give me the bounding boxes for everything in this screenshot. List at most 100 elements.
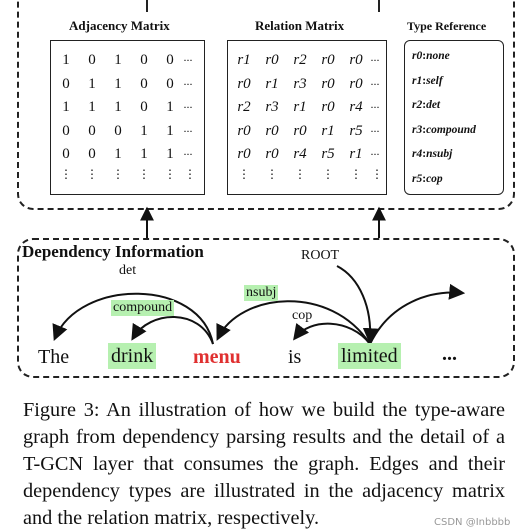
type-reference-key: r4 (412, 148, 423, 160)
label-cop: cop (292, 308, 313, 323)
adjacency-cell: 1 (166, 146, 174, 162)
type-reference-item: r5:cop (412, 167, 476, 192)
type-reference-key: r5 (412, 172, 423, 185)
relation-cell: r0 (321, 52, 335, 68)
watermark: CSDN @Inbbbb (434, 517, 511, 528)
relation-row-ellipsis: ··· (370, 100, 380, 114)
adjacency-cell: 1 (114, 75, 122, 92)
type-reference-key: r2 (412, 99, 423, 111)
relation-cell: r1 (349, 146, 363, 162)
adjacency-cell: 1 (114, 146, 122, 162)
arc-nsubj (216, 300, 371, 345)
relation-cell: r1 (321, 122, 335, 139)
adjacency-cell: 0 (166, 52, 174, 68)
word-the: The (38, 346, 70, 368)
upward-arrows (140, 206, 386, 238)
arc-det (52, 292, 214, 345)
relation-cell: r4 (349, 99, 363, 115)
relation-cell: r0 (265, 52, 279, 68)
type-reference-value: cop (426, 172, 443, 185)
relation-vellipsis: ⋮ (371, 166, 383, 181)
adjacency-cell: 0 (166, 75, 174, 92)
relation-cell: r2 (237, 99, 251, 115)
relation-cell: r4 (293, 146, 307, 162)
word-is: is (288, 346, 302, 368)
type-reference-key: r0 (412, 50, 423, 62)
type-reference-value: nsubj (426, 148, 453, 160)
adjacency-cell: 0 (62, 122, 70, 139)
relation-cell: r3 (293, 75, 307, 92)
adjacency-cell: 1 (62, 99, 70, 115)
relation-vellipsis: ⋮ (294, 166, 306, 181)
type-reference-item: r0:none (412, 44, 476, 69)
word-drink: drink (108, 343, 157, 369)
relation-cell: r3 (265, 99, 279, 115)
type-reference-item: r3:compound (412, 118, 476, 143)
matrices-container (17, 0, 515, 210)
relation-vellipsis: ⋮ (350, 166, 362, 181)
type-reference-value: none (426, 50, 450, 62)
relation-cell: r5 (321, 146, 335, 162)
relation-row-ellipsis: ··· (370, 123, 380, 138)
relation-row-ellipsis: ··· (370, 147, 380, 161)
adjacency-cell: 0 (140, 99, 148, 115)
adjacency-cell: 0 (88, 146, 96, 162)
type-reference-separator: : (422, 50, 427, 62)
adjacency-vellipsis: ⋮ (60, 166, 72, 181)
adjacency-cell: 0 (62, 75, 70, 92)
type-reference-key: r1 (412, 74, 423, 87)
relation-cell: r0 (265, 146, 279, 162)
type-reference-title: Type Reference (407, 19, 487, 33)
word-limited: limited (338, 343, 401, 369)
adjacency-row: 0 0 1 1 1 ··· (53, 143, 197, 167)
relation-cell: r0 (237, 75, 251, 92)
dependency-arcs (52, 265, 466, 345)
label-root: ROOT (301, 248, 340, 263)
relation-cell: r0 (293, 122, 307, 139)
word-menu: menu (193, 346, 241, 368)
relation-vellipsis: ⋮ (322, 166, 334, 181)
relation-matrix-title: Relation Matrix (255, 18, 345, 33)
adjacency-row-ellipsis: ··· (183, 53, 193, 67)
top-connectors (146, 0, 380, 12)
adjacency-cell: 1 (88, 99, 96, 115)
relation-row-ellipsis: ··· (370, 53, 380, 67)
type-reference-separator: : (422, 148, 427, 160)
relation-cell: r0 (349, 75, 363, 92)
arc-compound (131, 316, 214, 345)
adjacency-cell: 1 (62, 52, 70, 68)
adjacency-cell: 0 (62, 146, 70, 162)
type-reference-key: r3 (412, 123, 423, 136)
adjacency-vellipsis: ⋮ (86, 166, 98, 181)
relation-cell: r0 (265, 122, 279, 139)
adjacency-row-ellipsis: ··· (183, 76, 193, 91)
adjacency-matrix-title: Adjacency Matrix (69, 18, 170, 33)
relation-cell: r1 (293, 99, 307, 115)
adjacency-cell: 0 (140, 75, 148, 92)
adjacency-row-ellipsis: ··· (183, 147, 193, 161)
relation-row-ellipsis: ··· (370, 76, 380, 91)
adjacency-cell: 1 (166, 122, 174, 139)
adjacency-cell: 0 (114, 122, 122, 139)
adjacency-row-ellipsis: ··· (183, 100, 193, 114)
adjacency-cell: 0 (140, 52, 148, 68)
label-nsubj: nsubj (244, 285, 279, 301)
type-reference-separator: : (422, 123, 427, 136)
adjacency-cell: 1 (166, 99, 174, 115)
adjacency-vellipsis: ⋮ (138, 166, 150, 181)
dependency-title: Dependency Information (22, 242, 204, 261)
relation-vellipsis: ⋮ (266, 166, 278, 181)
word-ellipsis: ... (442, 343, 457, 365)
label-compound: compound (111, 300, 175, 316)
arc-root (336, 265, 379, 345)
adjacency-cell: 1 (140, 146, 148, 162)
